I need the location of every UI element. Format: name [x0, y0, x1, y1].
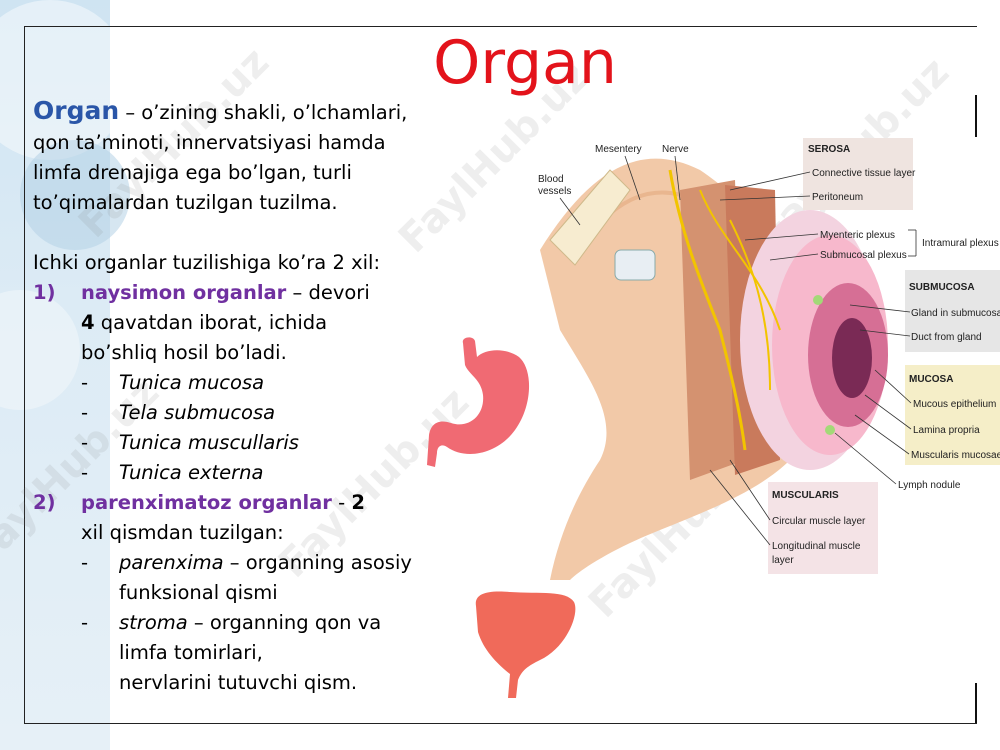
slide-title: Organ: [433, 28, 617, 98]
label-myenteric: Myenteric plexus: [820, 230, 895, 241]
layer-count: 4: [81, 311, 95, 334]
layer-item: -Tunica muscullaris: [81, 431, 299, 454]
item-text-line: bo’shliq hosil bo’ladi.: [81, 341, 287, 364]
label-lamina: Lamina propria: [913, 425, 980, 436]
nerve-fiber: [699, 189, 781, 331]
part-item: -parenxima – organning asosiy: [81, 551, 412, 574]
label-intramural: Intramural plexus: [922, 238, 999, 249]
label-muscularis: MUSCULARIS: [772, 490, 839, 501]
item-sep: -: [331, 491, 352, 514]
part-term: parenxima: [119, 551, 224, 574]
part-desc: – organning asosiy: [223, 551, 412, 574]
serosa-box: [803, 138, 913, 210]
label-longitudinal: Longitudinal muscle: [772, 541, 861, 552]
nerve-fiber: [729, 219, 771, 391]
label-longitudinal: layer: [772, 555, 794, 566]
label-epithelium: Mucous epithelium: [913, 399, 996, 410]
intestine-wall-diagram: Mesentery Nerve Blood vessels SEROSA Con…: [538, 138, 1000, 580]
slide-frame: [24, 26, 977, 724]
definition: Organ – o’zining shakli, o’lchamlari,: [33, 96, 473, 128]
item-name: parenximatoz organlar: [81, 491, 332, 514]
part-desc: – organning qon va: [187, 611, 382, 634]
label-duct: Duct from gland: [911, 332, 982, 343]
list-item-tubular: 1) naysimon organlar – devori: [33, 278, 473, 308]
item-text: qavatdan iborat, ichida: [94, 311, 328, 334]
content-text: Organ – o’zining shakli, o’lchamlari, qo…: [33, 96, 473, 698]
label-mesentery: Mesentery: [595, 144, 642, 155]
fold: [614, 249, 656, 281]
label-connective: Connective tissue layer: [812, 168, 916, 179]
intro-text: Ichki organlar tuzilishiga ko’ra 2 xil:: [33, 251, 381, 274]
label-lymph: Lymph nodule: [898, 480, 961, 491]
label-submucosa: SUBMUCOSA: [909, 282, 975, 293]
decor-bubble: [20, 140, 130, 250]
frame-mark: [975, 95, 977, 137]
part-item: -stroma – organning qon va: [81, 611, 382, 634]
item-name: naysimon organlar: [81, 281, 287, 304]
definition-line: qon ta’minoti, innervatsiyasi hamda: [33, 131, 386, 154]
label-nerve: Nerve: [662, 144, 689, 155]
item-text-line: 4 qavatdan iborat, ichida: [33, 308, 473, 338]
item-number: 2): [33, 491, 56, 514]
item-text: – devori: [286, 281, 370, 304]
leader-lines: [559, 155, 917, 546]
item-text-line: xil qismdan tuzilgan:: [81, 521, 284, 544]
label-muscularis-mucosae: Muscularis mucosae: [911, 450, 1000, 461]
layer-item: -Tunica mucosa: [81, 371, 265, 394]
definition-line: to’qimalardan tuzilgan tuzilma.: [33, 191, 338, 214]
label-mucosa: MUCOSA: [909, 374, 953, 385]
layer-item: -Tela submucosa: [81, 401, 276, 424]
mucosa-box: [905, 365, 1000, 465]
layer-name: Tunica mucosa: [119, 371, 265, 394]
lymph-nodule-dot: [813, 295, 823, 305]
definition-line: – o’zining shakli, o’lchamlari,: [119, 101, 408, 124]
definition-line: limfa drenajiga ega bo’lgan, turli: [33, 161, 352, 184]
part-desc-line: funksional qismi: [119, 581, 278, 604]
layer-name: Tunica externa: [119, 461, 264, 484]
lumen: [832, 318, 872, 398]
spacer: [33, 218, 473, 248]
lymph-nodule-dot: [825, 425, 835, 435]
item-number: 1): [33, 281, 56, 304]
submucosa-box: [905, 270, 1000, 352]
label-blood-vessels: Blood: [538, 174, 564, 185]
label-circular: Circular muscle layer: [772, 516, 866, 527]
list-item-parenchymal: 2) parenximatoz organlar - 2: [33, 488, 473, 518]
layer-name: Tunica muscullaris: [119, 431, 299, 454]
mesentery: [549, 169, 631, 266]
liver-icon: [475, 591, 576, 698]
layer-item: -Tunica externa: [81, 461, 264, 484]
frame-mark: [975, 683, 977, 723]
part-desc-line: limfa tomirlari,: [119, 641, 263, 664]
label-serosa: SEROSA: [808, 144, 850, 155]
label-submucosal-plexus: Submucosal plexus: [820, 250, 907, 261]
muscularis-box: [768, 482, 878, 574]
label-gland: Gland in submucosa: [911, 308, 1000, 319]
part-count: 2: [351, 491, 365, 514]
definition-term: Organ: [33, 96, 120, 125]
nerve-fiber: [668, 169, 747, 451]
stomach-icon: [427, 337, 530, 467]
label-peritoneum: Peritoneum: [812, 192, 863, 203]
label-blood-vessels: vessels: [538, 186, 571, 197]
part-desc-line: nervlarini tutuvchi qism.: [119, 671, 358, 694]
part-term: stroma: [119, 611, 188, 634]
layer-name: Tela submucosa: [119, 401, 276, 424]
